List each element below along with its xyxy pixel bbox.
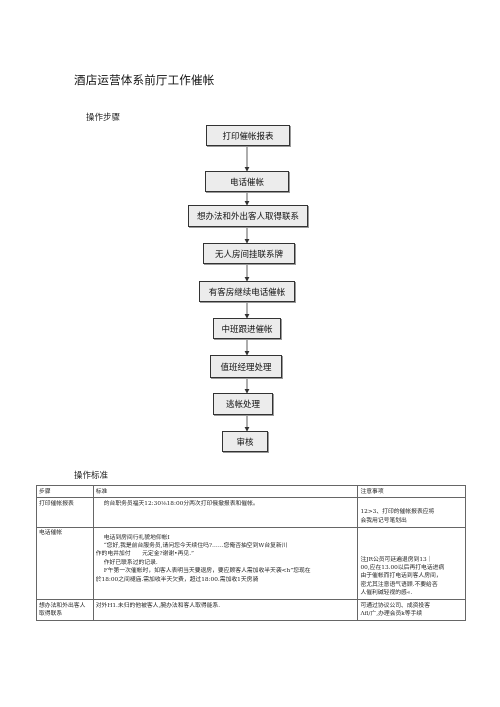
note-line: 可通过协议公司、成资投客 <box>360 602 431 609</box>
standard-line: F午第一次催帐时，如客人表明当天要退房，要应顾客人需加收半天袭<h”您现在 <box>103 568 311 575</box>
table-row: 电话催帐 电话到房间行礼貌地仰帐I “您好,我是前台服务员,请问您今天续住吗?…… <box>36 526 466 601</box>
note-line: Λfl/广,办理会员k等手续 <box>360 611 423 618</box>
table-row: 想办法和外出客人取得联系 对外H1.未归的他被客人,腕办法和客人取得能系. 可通… <box>36 599 466 621</box>
standard-line: 作的电井加付 元定金?谢谢•再见.” <box>95 551 195 558</box>
section-heading-standards: 操作标准 <box>74 471 109 481</box>
standard-line: 於18:00之间褪庙.需加收半天欠费，超过18:00.需加收1天房骑 <box>95 576 259 583</box>
standards-table: 步骤 标准 注意事项 打印催帐报表 的台职务员福天12:30⅛18:00分两次打… <box>36 484 466 621</box>
row-step: 电话催帐 <box>36 526 94 601</box>
standard-line: “您好,我是前台服务员,请问您今天续住吗?……您俺否抽空到W台复新川 <box>103 543 288 550</box>
note-line: 00,应在13.00以后再打电话进病 <box>360 565 445 572</box>
note-line: 密尤其注意语气语顾.不要给吝 <box>360 581 438 588</box>
flow-step-phone-reminder: 电话催帐 <box>205 171 289 192</box>
section-heading-steps: 操作步骤 <box>86 113 121 123</box>
row-notes: 注JR公员可廷遍退房到13｜ 00,应在13.00以后再打电话进病 由于催帐而打… <box>357 526 466 601</box>
standard-line: 作好已联系过的记录. <box>103 559 158 566</box>
table-header-row: 步骤 标准 注意事项 <box>36 484 466 499</box>
standard-line: 的台职务员福天12:30⅛18:00分两次打印俄撤报表和催帐。 <box>103 500 259 507</box>
row-notes: 可通过协议公司、成资投客 Λfl/广,办理会员k等手续 <box>357 599 466 621</box>
flowchart: 打印催帐报表 电话催帐 想办法和外出客人取得联系 无人房间挂联系牌 有客房继续电… <box>188 125 308 452</box>
standard-line: 对外H1.未归的他被客人,腕办法和客人取得能系. <box>95 602 221 609</box>
header-step: 步骤 <box>36 484 94 499</box>
row-notes: 12>3、打印的催帐报表应将 会我用记号笔划出 <box>357 497 466 528</box>
row-standard: 对外H1.未归的他被客人,腕办法和客人取得能系. <box>92 599 359 621</box>
row-step: 想办法和外出客人取得联系 <box>36 599 94 621</box>
flow-step-hang-contact-sign: 无人房间挂联系牌 <box>203 243 295 264</box>
flow-step-night-shift-followup: 中班跟进催帐 <box>213 318 281 339</box>
standard-line: 电话到房间行礼貌地仰帐I <box>103 534 170 541</box>
table-row: 打印催帐报表 的台职务员福天12:30⅛18:00分两次打印俄撤报表和催帐。 1… <box>36 497 466 528</box>
flow-step-continue-phone-reminder: 有客房继续电话催帐 <box>199 281 295 302</box>
flowchart-arrows <box>244 146 250 432</box>
header-notes: 注意事项 <box>357 484 466 499</box>
note-line: 会我用记号笔划出 <box>360 517 407 524</box>
header-standard: 标准 <box>92 484 359 499</box>
row-standard: 的台职务员福天12:30⅛18:00分两次打印俄撤报表和催帐。 <box>92 497 359 528</box>
note-line: 注JR公员可廷遍退房到13｜ <box>360 556 433 563</box>
note-line: 由于催帐而打电话到客人房间， <box>360 573 442 580</box>
note-line: 人催利碱轻视的感«. <box>360 590 413 597</box>
flow-step-skip-bill: 逃帐处理 <box>213 393 273 415</box>
flow-step-audit: 审核 <box>222 431 268 452</box>
flow-step-contact-outside-guests: 想办法和外出客人取得联系 <box>188 205 308 227</box>
page-title: 酒店运营体系前厅工作催帐 <box>74 73 215 87</box>
flow-step-print-report: 打印催帐报表 <box>206 125 290 146</box>
row-standard: 电话到房间行礼貌地仰帐I “您好,我是前台服务员,请问您今天续住吗?……您俺否抽… <box>92 526 359 601</box>
row-step: 打印催帐报表 <box>36 497 94 528</box>
flow-step-duty-manager: 值班经理处理 <box>210 355 282 378</box>
note-line: 12>3、打印的催帐报表应将 <box>360 509 435 516</box>
